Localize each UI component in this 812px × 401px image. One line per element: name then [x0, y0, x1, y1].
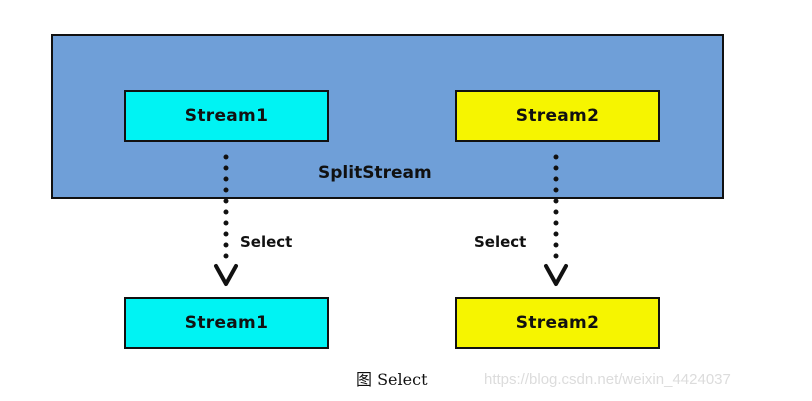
- bottom-stream2-label: Stream2: [515, 313, 600, 333]
- right-arrowhead-icon: [544, 264, 568, 286]
- select-label-right: Select: [474, 233, 527, 251]
- left-arrowhead-icon: [214, 264, 238, 286]
- top-stream1-box: Stream1: [124, 90, 329, 142]
- bottom-stream2-box: Stream2: [455, 297, 660, 349]
- splitstream-label: SplitStream: [318, 163, 432, 183]
- figure-caption: 图 Select: [356, 370, 428, 389]
- top-stream1-label: Stream1: [184, 106, 269, 126]
- top-stream2-box: Stream2: [455, 90, 660, 142]
- bottom-stream1-label: Stream1: [184, 313, 269, 333]
- top-stream2-label: Stream2: [515, 106, 600, 126]
- select-label-left: Select: [240, 233, 293, 251]
- watermark: https://blog.csdn.net/weixin_4424037: [484, 371, 731, 388]
- bottom-stream1-box: Stream1: [124, 297, 329, 349]
